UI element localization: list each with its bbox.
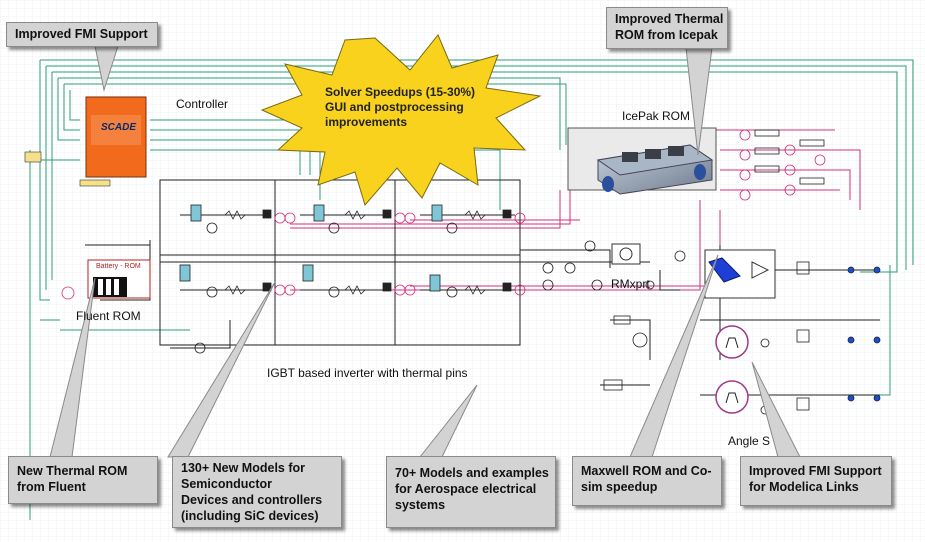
maxwell-rom-block[interactable] <box>704 249 776 299</box>
callout-semi-line-2: Semiconductor <box>181 477 272 491</box>
angle-sensor-blocks[interactable] <box>715 325 749 414</box>
rmxprt-motor-block[interactable] <box>611 243 641 265</box>
callout-maxwell-rom: Maxwell ROM and Co- sim speedup <box>572 456 722 506</box>
callout-aero-line-2: for Aerospace electrical <box>395 482 537 496</box>
callout-icepak-line-1: Improved Thermal <box>615 12 724 26</box>
schematic-components <box>61 129 881 415</box>
fluent-rom-label: Fluent ROM <box>76 309 141 323</box>
starburst-line-1: Solver Speedups (15-30%) <box>325 85 476 99</box>
starburst-line-3: improvements <box>325 115 408 129</box>
callout-icepak-line-2: ROM from Icepak <box>615 28 718 42</box>
starburst-line-2: GUI and postprocessing <box>325 100 464 114</box>
callout-fmi-support: Improved FMI Support <box>6 22 158 47</box>
callout-semi-line-3: Devices and controllers <box>181 493 323 507</box>
controller-block[interactable] <box>24 96 147 187</box>
callout-pointers <box>49 45 801 458</box>
battery-rom-label: Battery - ROM <box>96 263 141 270</box>
callout-fluent-line-2: from Fluent <box>17 480 86 494</box>
inverter-label: IGBT based inverter with thermal pins <box>267 366 468 380</box>
callout-fmi-support-text: Improved FMI Support <box>15 27 148 41</box>
battery-rom-block[interactable] <box>87 259 151 299</box>
scade-logo-text: SCADE <box>101 122 137 133</box>
callout-aerospace-models: 70+ Models and examples for Aerospace el… <box>386 456 556 528</box>
icepak-rom-label: IcePak ROM <box>622 109 691 123</box>
callout-aero-line-3: systems <box>395 498 446 512</box>
callout-maxwell-line-1: Maxwell ROM and Co- <box>581 464 712 478</box>
callout-fmi-modelica: Improved FMI Support for Modelica Links <box>740 456 892 506</box>
callout-thermal-rom-fluent: New Thermal ROM from Fluent <box>8 456 158 504</box>
solver-speedups-starburst <box>260 34 542 207</box>
callout-modelica-line-2: for Modelica Links <box>749 480 859 494</box>
controller-label: Controller <box>176 97 229 111</box>
callout-semi-line-1: 130+ New Models for <box>181 461 305 475</box>
callout-semiconductor-models: 130+ New Models for Semiconductor Device… <box>172 456 342 528</box>
callout-aero-line-1: 70+ Models and examples <box>395 466 549 480</box>
callout-fluent-line-1: New Thermal ROM <box>17 464 128 478</box>
rmxprt-label: RMxprt <box>611 277 650 291</box>
callout-thermal-rom-icepak: Improved Thermal ROM from Icepak <box>606 7 728 49</box>
angle-sensor-label: Angle S <box>728 434 771 448</box>
callout-semi-line-4: (including SiC devices) <box>181 509 319 523</box>
icepak-rom-block[interactable] <box>567 127 717 195</box>
callout-maxwell-line-2: sim speedup <box>581 480 658 494</box>
callout-modelica-line-1: Improved FMI Support <box>749 464 882 478</box>
